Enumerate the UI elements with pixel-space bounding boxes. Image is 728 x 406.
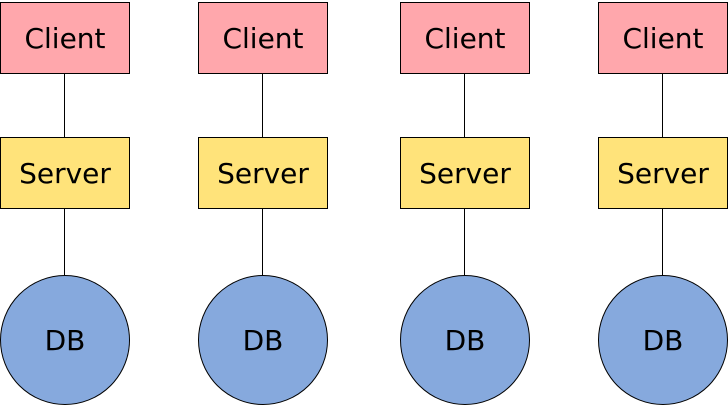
client-server-connector: [64, 74, 65, 137]
client-node: Client: [400, 2, 530, 74]
client-server-connector: [464, 74, 465, 137]
db-node: DB: [598, 275, 728, 405]
server-label: Server: [217, 156, 309, 190]
client-node: Client: [598, 2, 728, 74]
server-label: Server: [419, 156, 511, 190]
client-server-connector: [662, 74, 663, 137]
db-label: DB: [444, 323, 486, 357]
db-label: DB: [44, 323, 86, 357]
client-label: Client: [24, 21, 106, 55]
client-label: Client: [622, 21, 704, 55]
server-label: Server: [617, 156, 709, 190]
client-server-connector: [262, 74, 263, 137]
server-node: Server: [0, 137, 130, 209]
server-db-connector: [262, 209, 263, 275]
server-db-connector: [662, 209, 663, 275]
stack-2: Client Server DB: [198, 0, 328, 406]
db-node: DB: [400, 275, 530, 405]
server-db-connector: [64, 209, 65, 275]
stack-1: Client Server DB: [0, 0, 130, 406]
client-label: Client: [424, 21, 506, 55]
server-node: Server: [400, 137, 530, 209]
db-label: DB: [642, 323, 684, 357]
db-node: DB: [198, 275, 328, 405]
server-label: Server: [19, 156, 111, 190]
server-db-connector: [464, 209, 465, 275]
client-node: Client: [0, 2, 130, 74]
server-node: Server: [198, 137, 328, 209]
client-label: Client: [222, 21, 304, 55]
db-node: DB: [0, 275, 130, 405]
stack-3: Client Server DB: [400, 0, 530, 406]
client-node: Client: [198, 2, 328, 74]
server-node: Server: [598, 137, 728, 209]
db-label: DB: [242, 323, 284, 357]
stack-4: Client Server DB: [598, 0, 728, 406]
